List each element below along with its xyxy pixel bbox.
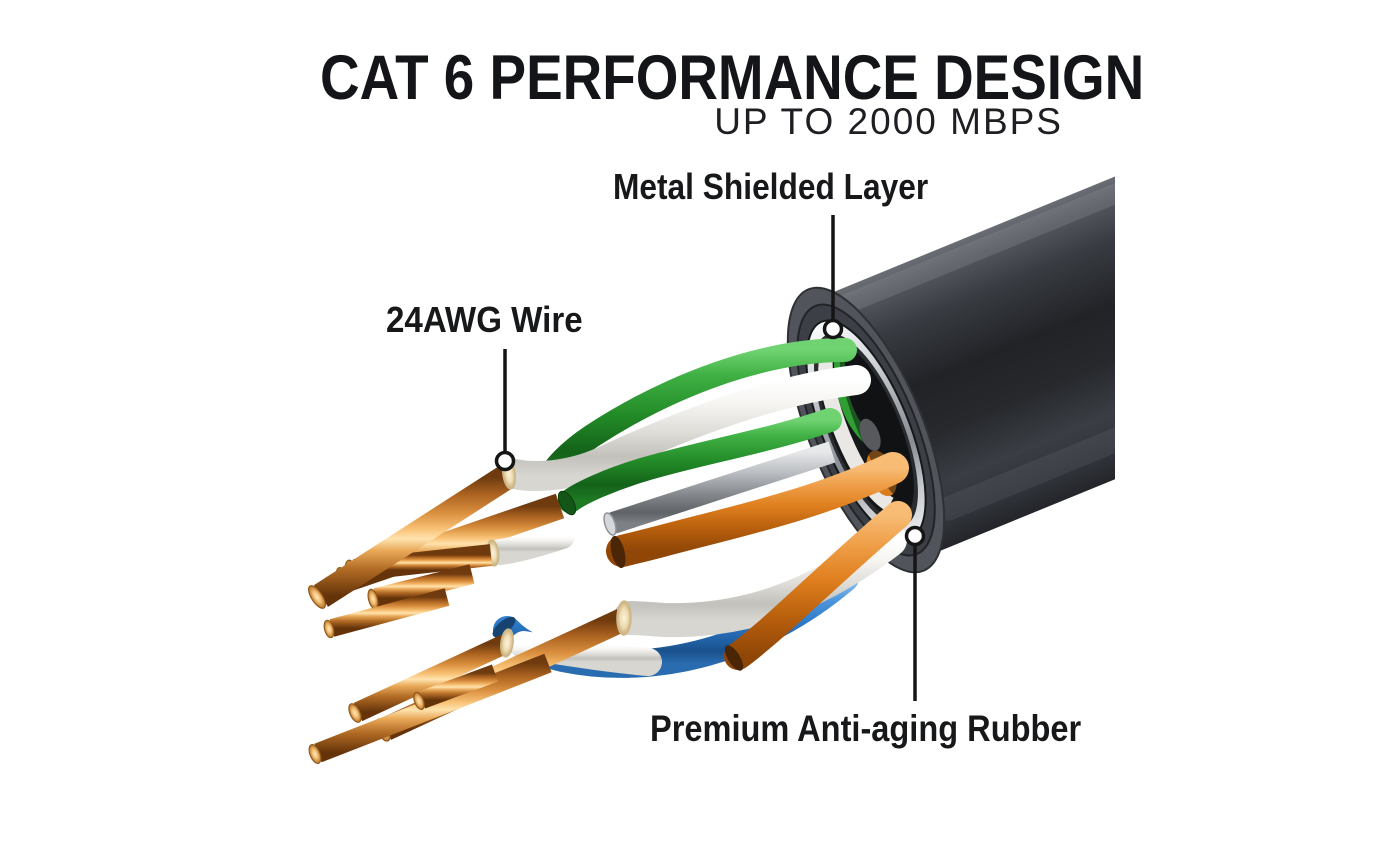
jacket-bottom-sheen bbox=[936, 293, 1115, 521]
copper-rod-tip bbox=[323, 619, 335, 639]
label-24awg-wire: 24AWG Wire bbox=[386, 299, 583, 340]
drain-wire-end-cap bbox=[603, 512, 617, 536]
page-title: CAT 6 PERFORMANCE DESIGN bbox=[320, 43, 1145, 113]
blue-wire-cut-tip bbox=[492, 616, 516, 638]
drain-wire-rod bbox=[609, 441, 836, 534]
shield-marker-dot bbox=[822, 318, 844, 340]
copper-rod-tip bbox=[308, 744, 322, 764]
label-premium-anti-aging-rubber: Premium Anti-aging Rubber bbox=[650, 708, 1082, 749]
copper-rod-tip bbox=[308, 585, 326, 609]
copper-rod bbox=[329, 588, 450, 637]
orange-wire-lower bbox=[724, 501, 912, 670]
copper-rod bbox=[418, 664, 499, 709]
exposed-wires bbox=[308, 338, 912, 764]
jacket-body bbox=[812, 65, 1115, 560]
white-insulation-tube-b bbox=[487, 523, 575, 565]
white-wire-top bbox=[499, 365, 871, 492]
copper-rod bbox=[373, 564, 475, 608]
awg-marker-dot bbox=[494, 450, 516, 472]
jacket-top-highlight bbox=[831, 83, 1115, 317]
green-wire-front bbox=[558, 408, 842, 513]
copper-rod bbox=[353, 634, 510, 722]
orange-wire-lower-cut-tip bbox=[724, 645, 744, 671]
copper-rod bbox=[313, 466, 514, 607]
copper-rod bbox=[314, 653, 552, 763]
callout-leaders bbox=[494, 215, 926, 701]
orange-wire-cut-tip bbox=[610, 535, 626, 569]
insulation-cap bbox=[616, 600, 632, 636]
label-metal-shielded-layer: Metal Shielded Layer bbox=[613, 166, 929, 207]
page-subtitle: UP TO 2000 MBPS bbox=[714, 101, 1063, 142]
orange-wire-upper bbox=[606, 452, 909, 567]
insulation-cap bbox=[500, 628, 514, 658]
copper-rod-tip bbox=[413, 691, 425, 711]
rubber-marker-dot bbox=[904, 525, 926, 547]
green-wire-cut-tip bbox=[557, 490, 577, 516]
copper-rod-tip bbox=[348, 703, 362, 723]
